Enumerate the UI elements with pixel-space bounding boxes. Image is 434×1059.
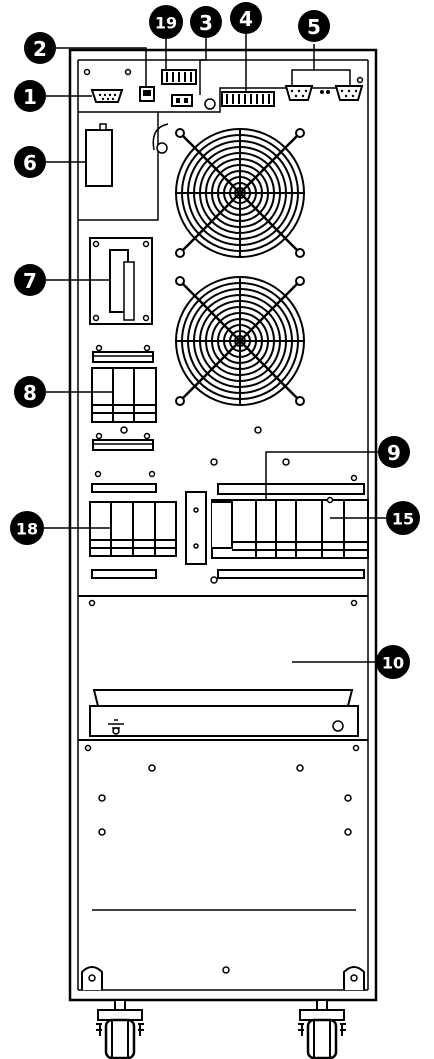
- svg-text:3: 3: [199, 11, 213, 35]
- callout-5: 5: [298, 10, 330, 42]
- mounting-bracket: [185, 458, 290, 584]
- callout-8: 8: [14, 376, 46, 408]
- cover-plate-7: [89, 237, 153, 325]
- callout-1: 1: [14, 80, 46, 112]
- svg-text:18: 18: [16, 520, 38, 539]
- svg-text:5: 5: [307, 15, 321, 39]
- caster-wheel-right: [296, 998, 348, 1059]
- parallel-port-right: [334, 85, 364, 101]
- epo-port: [171, 94, 193, 107]
- terminal-block-19: [161, 69, 197, 85]
- cooling-fan-lower: [174, 275, 306, 407]
- svg-text:7: 7: [23, 269, 37, 293]
- rs232-port: [90, 89, 124, 103]
- svg-text:1: 1: [23, 85, 37, 109]
- svg-text:15: 15: [392, 510, 414, 529]
- callout-2: 2: [24, 32, 56, 64]
- feet: [81, 966, 365, 990]
- usb-port: [139, 86, 155, 102]
- svg-text:2: 2: [33, 37, 47, 61]
- intelligent-slot: [85, 123, 113, 187]
- callout-3: 3: [190, 6, 222, 38]
- bottom-cover-10: [78, 595, 368, 741]
- parallel-port-left: [284, 85, 314, 101]
- callout-10: 10: [376, 645, 410, 679]
- svg-text:19: 19: [155, 14, 177, 33]
- svg-text:9: 9: [387, 441, 401, 465]
- leader-lines: [44, 34, 386, 663]
- communication-panel-outline: [78, 87, 362, 221]
- callout-7: 7: [14, 264, 46, 296]
- callout-6: 6: [14, 146, 46, 178]
- callout-15: 15: [386, 501, 420, 535]
- svg-text:8: 8: [23, 381, 37, 405]
- callout-19: 19: [149, 5, 183, 39]
- callout-18: 18: [10, 511, 44, 545]
- breaker-8: [91, 344, 157, 451]
- svg-text:6: 6: [23, 151, 37, 175]
- breaker-18: [89, 470, 177, 579]
- dry-contact-terminal: [221, 91, 275, 107]
- cooling-fan-upper: [174, 127, 306, 259]
- battery-access-panel: [84, 744, 360, 974]
- callout-9: 9: [378, 436, 410, 468]
- svg-text:4: 4: [239, 7, 253, 31]
- caster-wheel-left: [94, 998, 146, 1059]
- callout-4: 4: [230, 2, 262, 34]
- svg-text:10: 10: [382, 654, 404, 673]
- breaker-9-15: [211, 474, 369, 579]
